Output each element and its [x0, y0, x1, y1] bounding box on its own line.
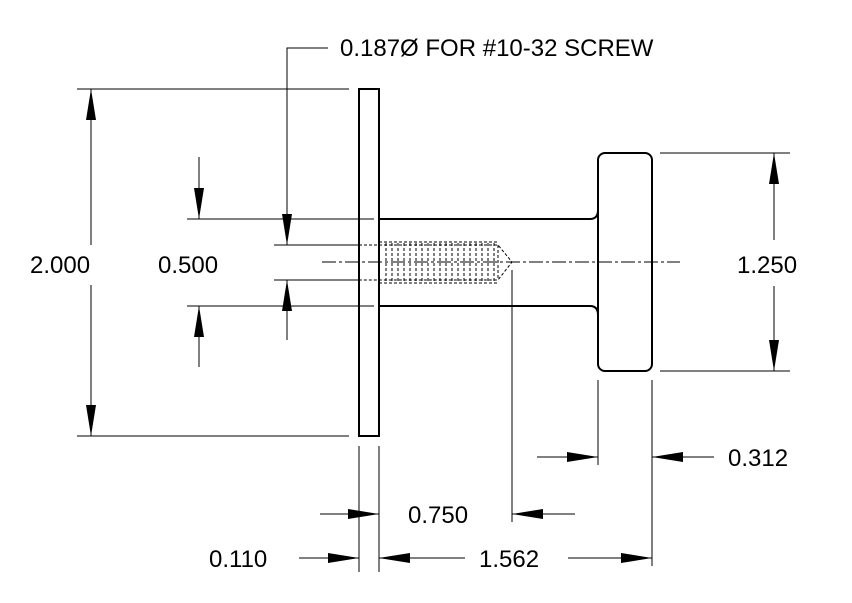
dim-head-dia	[660, 152, 790, 372]
dim-shaft-length-text: 1.562	[479, 546, 539, 573]
dim-thread-depth	[320, 270, 575, 522]
thread-hatch	[385, 243, 495, 282]
dim-head-width-text: 0.312	[728, 445, 788, 472]
dim-head-dia-text: 1.250	[737, 252, 797, 279]
part-geometry	[322, 88, 680, 437]
dim-shaft-dia	[187, 157, 374, 367]
dim-overall-height-text: 2.000	[30, 252, 90, 279]
dim-shaft-dia-text: 0.500	[158, 252, 218, 279]
dim-plate-and-length	[299, 446, 652, 572]
hole-note-leader	[274, 47, 359, 340]
dim-plate-thickness-text: 0.110	[209, 546, 267, 573]
dim-head-width	[537, 380, 714, 566]
hole-note-text: 0.187Ø FOR #10-32 SCREW	[340, 35, 654, 62]
dim-thread-depth-text: 0.750	[408, 502, 468, 529]
dim-overall-height	[77, 88, 349, 437]
